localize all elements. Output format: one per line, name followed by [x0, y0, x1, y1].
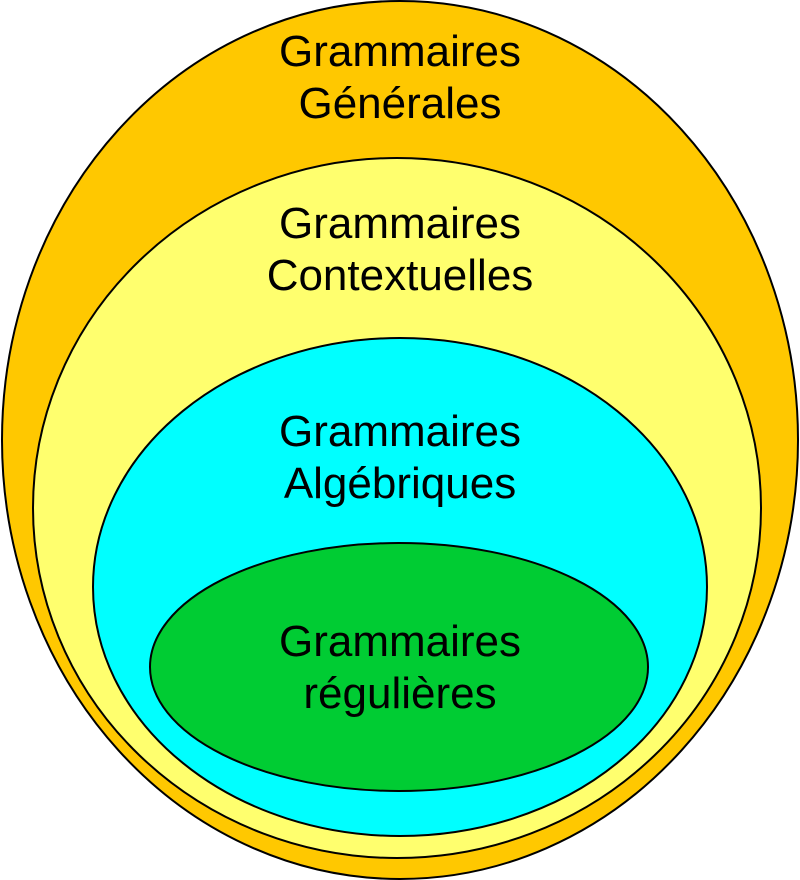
- label-grammaires-generales: Grammaires Générales: [0, 26, 800, 130]
- label-algebriques-line2: Algébriques: [283, 459, 517, 508]
- label-grammaires-algebriques: Grammaires Algébriques: [0, 406, 800, 510]
- label-algebriques-line1: Grammaires: [278, 407, 522, 456]
- label-contextuelles-line1: Grammaires: [278, 199, 522, 248]
- label-regulieres-line1: Grammaires: [278, 617, 522, 666]
- label-regulieres-line2: régulières: [303, 669, 497, 718]
- label-generales-line1: Grammaires: [278, 27, 522, 76]
- label-contextuelles-line2: Contextuelles: [266, 251, 534, 300]
- ellipse-grammaires-regulieres: [149, 542, 649, 792]
- label-grammaires-contextuelles: Grammaires Contextuelles: [0, 198, 800, 302]
- label-grammaires-regulieres: Grammaires régulières: [0, 616, 800, 720]
- label-generales-line2: Générales: [298, 79, 502, 128]
